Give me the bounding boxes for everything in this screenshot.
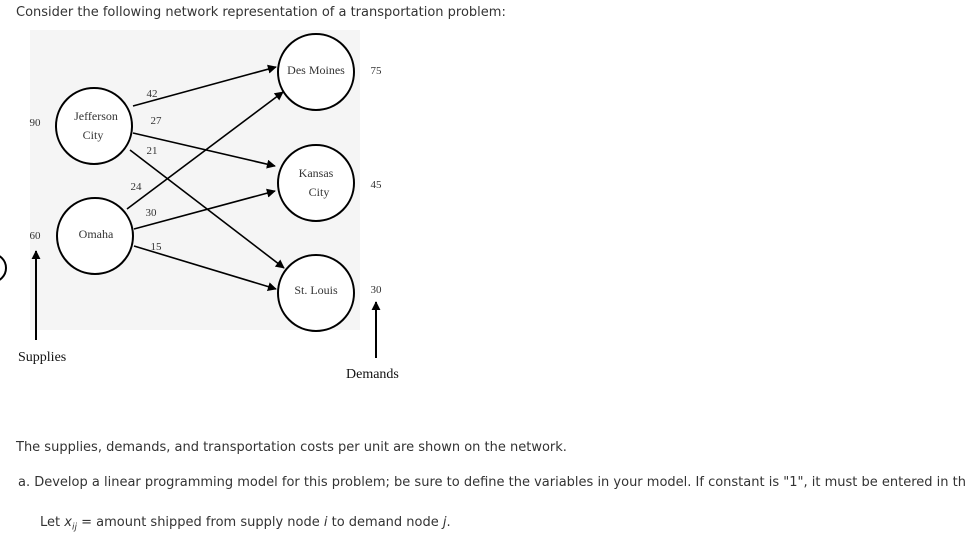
arcs [126, 64, 285, 291]
supplies-label: Supplies [18, 350, 66, 365]
supply-amount-omaha: 60 [30, 230, 42, 242]
let-prefix: Let [40, 515, 65, 530]
supplies-sentence: The supplies, demands, and transportatio… [16, 440, 567, 455]
arc-omaha-des-moines [126, 91, 284, 210]
problem-intro: Consider the following network represent… [16, 5, 506, 20]
part-a-instructions: a. Develop a linear programming model fo… [18, 475, 965, 490]
cost-label-jc-dm: 42 [147, 88, 158, 100]
demand-node-st-louis: St. Louis [277, 254, 355, 332]
let-mid: = amount shipped from supply node [76, 515, 324, 530]
let-end: . [446, 515, 451, 530]
demand-node-kansas-city: Kansas City [277, 144, 355, 222]
arc-omaha-st-louis [133, 245, 277, 291]
variable-subscript: ij [71, 522, 77, 533]
variable-x: x [64, 515, 72, 530]
node-label-line1: St. Louis [294, 283, 338, 297]
demands-label: Demands [346, 367, 399, 378]
transportation-network-diagram: 42 27 21 24 30 15 Jefferson City Omaha D… [0, 30, 399, 378]
demand-amount-st-louis: 30 [371, 284, 383, 296]
arc-jefferson-city-kansas-city [132, 132, 276, 169]
supply-amount-jefferson-city: 90 [30, 117, 42, 129]
node-label-line1: Jefferson [74, 109, 118, 123]
node-label-line2: City [83, 128, 104, 142]
node-label-line1: Kansas [299, 166, 334, 180]
cost-label-jc-sl: 21 [147, 145, 158, 157]
supply-node-omaha: Omaha [56, 197, 134, 275]
demand-amount-kansas-city: 45 [371, 179, 383, 191]
let-mid2: to demand node [327, 515, 443, 530]
arc-omaha-kansas-city [133, 188, 276, 230]
arc-jefferson-city-des-moines [132, 64, 277, 107]
supply-node-jefferson-city: Jefferson City [55, 87, 133, 165]
cost-label-om-sl: 15 [151, 241, 163, 253]
node-label-line2: City [309, 185, 330, 199]
cost-label-om-kc: 30 [146, 207, 158, 219]
cost-label-jc-kc: 27 [151, 115, 163, 127]
node-label-line1: Des Moines [287, 63, 345, 77]
node-label-line1: Omaha [79, 227, 114, 241]
index-i: i [323, 515, 328, 530]
cost-label-om-dm: 24 [131, 181, 143, 193]
variable-definition: Let xij = amount shipped from supply nod… [40, 515, 451, 533]
demand-amount-des-moines: 75 [371, 65, 383, 77]
demand-node-des-moines: Des Moines [277, 33, 355, 111]
index-j: j [442, 515, 447, 530]
partial-circle-edge [0, 255, 7, 281]
